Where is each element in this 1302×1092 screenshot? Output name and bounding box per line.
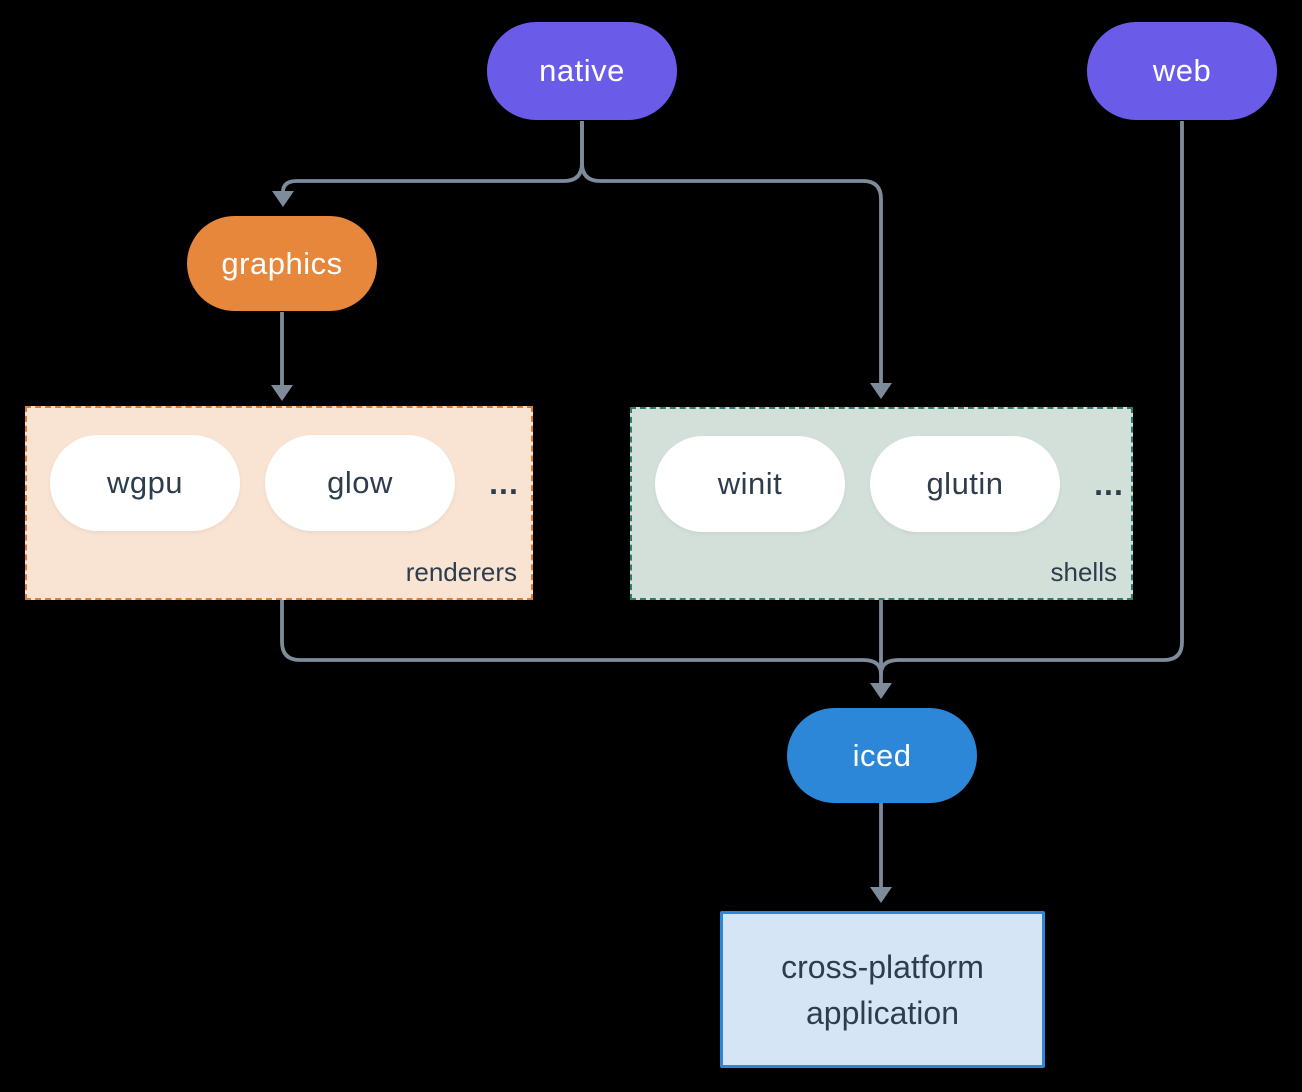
renderers-group-label: renderers: [405, 557, 517, 587]
arrowhead-into-renderers: [271, 385, 293, 401]
renderers-ellipsis: ...: [489, 464, 519, 501]
node-iced-label: iced: [852, 737, 912, 773]
node-winit-label: winit: [717, 466, 783, 501]
edge-native-graphics: [281, 121, 584, 193]
node-wgpu-label: wgpu: [106, 465, 184, 500]
shells-ellipsis: ...: [1094, 465, 1124, 502]
application-label-line1: cross-platform: [781, 948, 984, 985]
node-glutin: glutin: [870, 436, 1060, 532]
shells-group-label: shells: [1050, 557, 1117, 587]
node-web: web: [1087, 22, 1277, 120]
node-native: native: [487, 22, 677, 120]
node-graphics: graphics: [187, 216, 377, 311]
node-glow-label: glow: [327, 465, 393, 500]
group-renderers: wgpu glow ... renderers: [25, 406, 533, 600]
node-glutin-label: glutin: [926, 466, 1004, 501]
node-iced: iced: [787, 708, 977, 803]
edge-renderers-merge: [280, 600, 883, 675]
node-web-label: web: [1152, 53, 1212, 88]
node-native-label: native: [539, 53, 625, 88]
arrowhead-into-shells: [870, 383, 892, 399]
arrowhead-into-application: [870, 887, 892, 903]
group-shells: winit glutin ... shells: [630, 407, 1133, 600]
node-glow: glow: [265, 435, 455, 531]
application-label-line2: application: [806, 994, 959, 1031]
arrowhead-into-graphics: [272, 191, 294, 207]
arrowhead-into-iced: [870, 683, 892, 699]
node-graphics-label: graphics: [221, 245, 343, 281]
edge-native-shells: [580, 121, 883, 384]
node-cross-platform-application: cross-platform application: [720, 911, 1045, 1068]
node-winit: winit: [655, 436, 845, 532]
node-wgpu: wgpu: [50, 435, 240, 531]
